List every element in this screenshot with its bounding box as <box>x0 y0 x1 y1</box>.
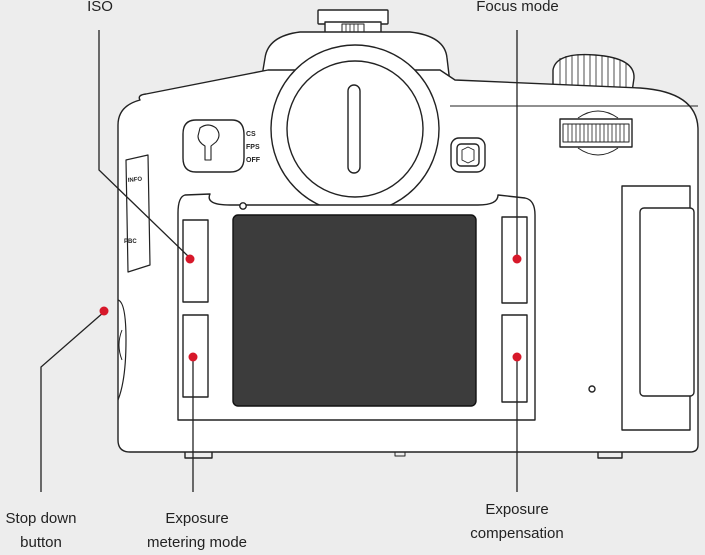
label-iso: ISO <box>87 0 113 15</box>
callout-line-iso <box>98 30 191 259</box>
label-exposure-metering-mode: Exposure metering mode <box>146 510 248 551</box>
callout-dot-metering <box>188 352 198 362</box>
side-door <box>125 154 151 273</box>
callout-line-stop-down <box>40 311 105 492</box>
card-door <box>621 185 695 431</box>
mode-switch <box>182 119 245 173</box>
focus-dial <box>552 53 635 93</box>
thumbwheel <box>559 110 633 156</box>
label-focus-mode: Focus mode <box>476 0 559 15</box>
dial-label-off: OFF <box>246 157 261 164</box>
callout-dot-stop-down <box>99 306 109 316</box>
callout-dot-focus <box>512 254 522 264</box>
indicator-led <box>588 385 596 393</box>
side-mark-info: INFO <box>128 176 143 184</box>
side-mark-pbc: PBC <box>124 239 137 245</box>
callout-dot-iso <box>185 254 195 264</box>
diopter-slot <box>347 84 361 174</box>
dial-label-fps: FPS <box>246 144 260 151</box>
callout-dot-compensation <box>512 352 522 362</box>
lcd-screen <box>232 214 477 407</box>
label-stop-down-button: Stop down button <box>5 510 77 551</box>
dial-label-cs: CS <box>246 131 256 138</box>
label-exposure-compensation: Exposure compensation <box>470 501 564 542</box>
